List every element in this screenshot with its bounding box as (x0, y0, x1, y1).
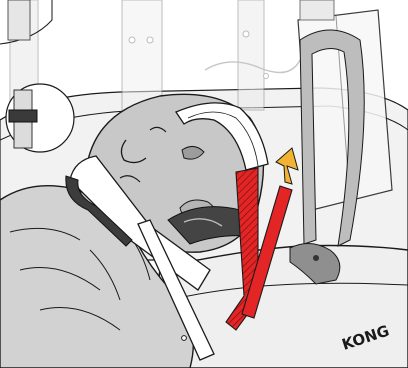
detail-circle-buckle (6, 84, 74, 152)
detail-circle-upper (0, 0, 52, 44)
